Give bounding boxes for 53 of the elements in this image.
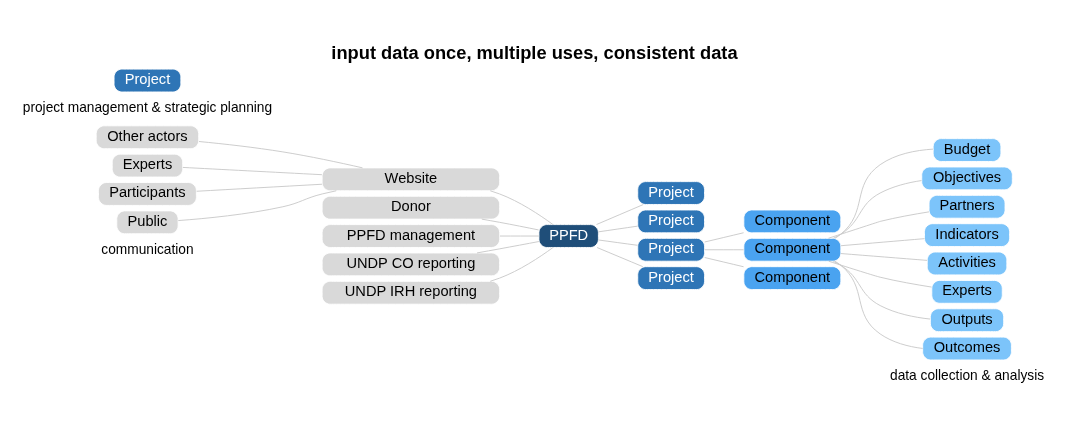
- node-box: Donor: [321, 195, 501, 220]
- node-box: Activities: [926, 251, 1008, 275]
- connector: [481, 218, 540, 230]
- connector: [597, 239, 638, 246]
- connector: [834, 260, 924, 349]
- connector: [704, 256, 745, 267]
- node-box: Website: [321, 166, 501, 191]
- connector: [704, 231, 745, 242]
- connector: [832, 260, 931, 320]
- node-box: UNDP CO reporting: [321, 252, 501, 276]
- node-box: Participants: [98, 181, 197, 206]
- node-box: Budget: [932, 137, 1002, 162]
- node-box: Indicators: [924, 222, 1011, 247]
- connector: [196, 183, 323, 192]
- node-box: Project: [637, 180, 705, 205]
- connector: [177, 189, 337, 221]
- connector: [704, 248, 745, 250]
- node-box: Project: [113, 68, 182, 92]
- connector: [182, 166, 323, 175]
- node-box: Outcomes: [922, 336, 1012, 360]
- connector: [840, 237, 925, 246]
- node-box: Component: [743, 265, 842, 290]
- diagram-title: input data once, multiple uses, consistent data: [331, 41, 738, 63]
- label: communication: [101, 241, 194, 257]
- node-box: Objectives: [921, 166, 1013, 190]
- node-box: Other actors: [95, 124, 200, 149]
- node-box: Experts: [111, 153, 184, 177]
- node-box: UNDP IRH reporting: [321, 280, 501, 305]
- node-box: Project: [637, 209, 705, 233]
- label: project management & strategic planning: [22, 99, 273, 115]
- node-box: Project: [637, 265, 705, 290]
- node-box: Experts: [931, 279, 1003, 304]
- connector: [597, 225, 638, 232]
- connector: [476, 240, 540, 253]
- connector: [840, 252, 928, 261]
- node-box: PPFD management: [321, 223, 501, 248]
- connector: [596, 203, 644, 225]
- connector: [832, 179, 922, 239]
- connector: [596, 246, 644, 267]
- connector: [834, 148, 934, 239]
- connector: [828, 260, 933, 288]
- label: data collection & analysis: [890, 367, 1045, 383]
- node-box: Public: [116, 209, 179, 234]
- node-box: Project: [637, 237, 705, 262]
- node-box: Component: [743, 209, 842, 233]
- connector: [489, 189, 554, 225]
- node-box: PPFD: [538, 223, 599, 248]
- connector: [827, 210, 930, 239]
- connector: [489, 246, 554, 282]
- node-box: Partners: [928, 194, 1006, 219]
- connector: [198, 140, 363, 168]
- node-box: Component: [743, 237, 842, 262]
- node-box: Outputs: [930, 307, 1005, 332]
